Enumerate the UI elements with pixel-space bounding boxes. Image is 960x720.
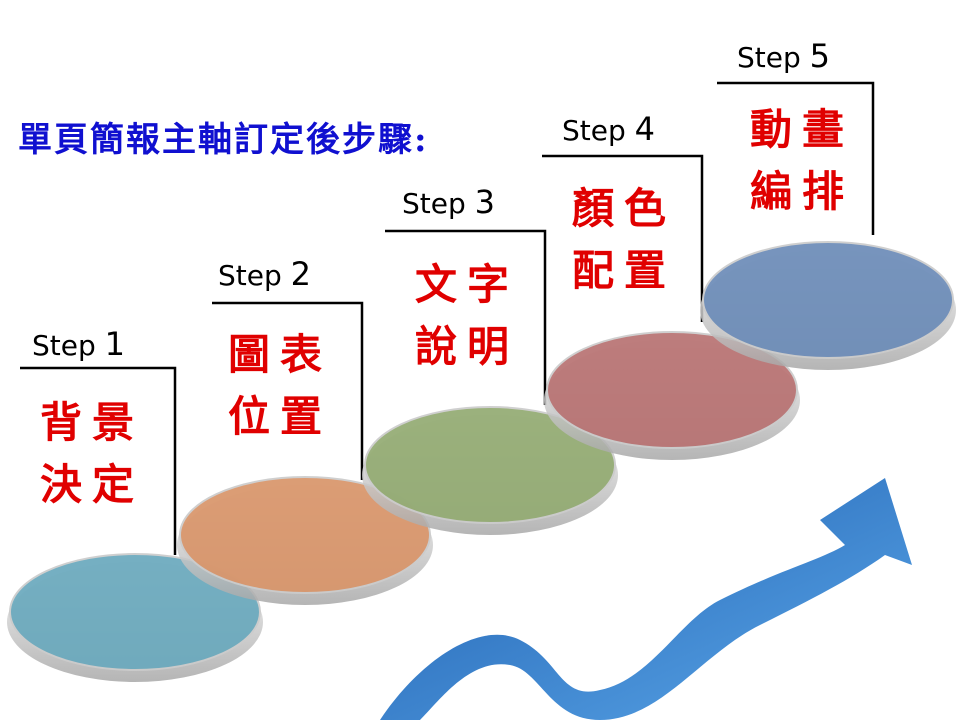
step4-bracket [542,154,704,322]
step-number: 3 [474,183,496,221]
step-word: Step [32,329,96,362]
step4-text: 顏色配置 [572,178,676,302]
step-text-line: 配置 [572,246,677,295]
step2-bracket [212,301,364,480]
step-number: 2 [290,255,312,293]
step-text-line: 決定 [40,460,145,509]
page-title: 單頁簡報主軸訂定後步驟: [18,120,429,160]
step-text-line: 背景 [40,398,145,447]
step1-label: Step 1 [32,325,125,363]
step-text-line: 動畫 [750,105,855,154]
step2-text: 圖表位置 [228,324,332,448]
step1-text: 背景決定 [40,392,144,516]
disk-top [546,331,798,449]
step-text-line: 位置 [228,392,333,441]
disk-top [702,241,954,359]
step2-label: Step 2 [218,255,311,293]
step2-disk [177,476,433,605]
disk-top [179,476,431,594]
step-number: 4 [634,110,656,148]
step-text-line: 文字 [415,260,520,309]
step5-label: Step 5 [737,37,830,75]
step4-label: Step 4 [562,110,655,148]
step-word: Step [737,41,801,74]
step5-bracket [717,81,875,235]
disk-top [364,406,616,524]
step-number: 5 [809,37,831,75]
step5-text: 動畫編排 [750,99,854,223]
step5-disk [700,241,956,370]
step4-disk [544,331,800,460]
step-text-line: 顏色 [572,184,677,233]
step3-disk [362,406,618,535]
step-text-line: 說明 [415,322,520,371]
up-arrow-icon [380,478,912,720]
step-word: Step [218,259,282,292]
step1-disk [7,553,263,682]
step-text-line: 圖表 [228,330,333,379]
step-text-line: 編排 [750,167,855,216]
step3-label: Step 3 [402,183,495,221]
step3-text: 文字說明 [415,254,519,378]
step3-bracket [385,229,547,405]
step1-bracket [20,366,177,555]
disk-top [9,553,261,671]
step-number: 1 [104,325,126,363]
step-word: Step [402,187,466,220]
step-word: Step [562,114,626,147]
